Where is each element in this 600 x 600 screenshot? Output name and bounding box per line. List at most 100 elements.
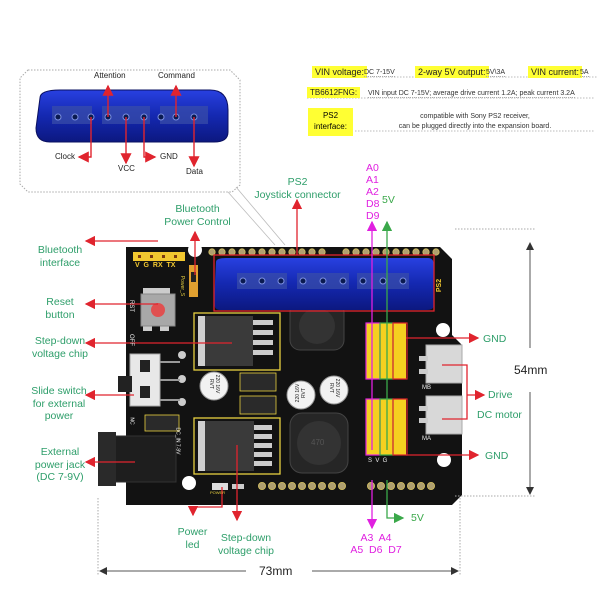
silk-ps2: PS2 bbox=[436, 278, 444, 293]
pin-vcc-label: VCC bbox=[118, 164, 135, 173]
slide-line3: power bbox=[44, 410, 74, 422]
pins-bottom-line1: A3 A4 bbox=[360, 532, 392, 544]
inductor-top bbox=[289, 301, 345, 351]
callout-arrows bbox=[84, 198, 486, 522]
pin-a0: A0 bbox=[366, 162, 379, 174]
vin-voltage-value: DC 7-15V bbox=[364, 69, 395, 77]
silk-svg: S V G bbox=[368, 458, 388, 464]
ps2-inset-connector bbox=[35, 84, 229, 168]
ps2-joystick-line2: Joystick connector bbox=[254, 188, 341, 201]
ps2-interface-value: compatible with Sony PS2 receiver, can b… bbox=[355, 112, 595, 132]
slide-switch-shape bbox=[118, 351, 186, 407]
ps2-inset-box bbox=[19, 69, 286, 246]
pin-clock-label: Clock bbox=[55, 152, 76, 161]
vin-current-label: VIN current: bbox=[528, 66, 583, 78]
bluetooth-header bbox=[133, 252, 185, 261]
motor-connector-ma bbox=[419, 395, 463, 435]
silk-dc-in: DC_IN 7-9V bbox=[174, 427, 181, 455]
gnd-top-label: GND bbox=[483, 333, 507, 345]
inductor-text: 470 bbox=[311, 438, 325, 447]
pin-gnd-label: GND bbox=[160, 152, 178, 161]
motor-connector-mb bbox=[419, 344, 463, 384]
vin-current-value: 5A bbox=[580, 69, 589, 77]
ps2-value-line1: compatible with Sony PS2 receiver, bbox=[420, 113, 530, 120]
pin-command-label: Command bbox=[158, 71, 195, 80]
pcb-board bbox=[98, 243, 463, 505]
silk-mb: MB bbox=[422, 385, 431, 391]
five-v-arrows bbox=[381, 220, 405, 524]
reset-line1: Reset bbox=[46, 296, 74, 308]
capacitor-3-text: 220 16V RVT bbox=[328, 378, 340, 398]
inductor-bottom bbox=[289, 412, 349, 474]
pin-d9: D9 bbox=[366, 210, 380, 222]
dimension-lines bbox=[97, 228, 535, 575]
jack-line1: External bbox=[40, 446, 80, 458]
reset-line2: button bbox=[45, 308, 75, 321]
bluetooth-interface-label: Bluetooth interface bbox=[25, 244, 95, 269]
bt-interface-line2: interface bbox=[39, 256, 81, 269]
capacitor-3 bbox=[319, 375, 349, 405]
capacitor-1-text: 220 16V RVT bbox=[208, 374, 220, 394]
output-5v-value: 5V\3A bbox=[486, 69, 506, 77]
stepdown-chip-bottom bbox=[193, 417, 281, 475]
io-header-top bbox=[365, 322, 408, 380]
external-power-jack-label: External power jack (DC 7-9V) bbox=[22, 446, 98, 484]
stepdown-top-line2: voltage chip bbox=[31, 347, 89, 360]
slide-switch-label: Slide switch for external power bbox=[20, 385, 98, 423]
ps2-joystick-connector-label: PS2 Joystick connector bbox=[250, 176, 345, 201]
capacitor-1 bbox=[199, 371, 229, 401]
bt-interface-line1: Bluetooth bbox=[37, 244, 83, 256]
jack-line2: power jack bbox=[34, 458, 86, 471]
reset-button-shape bbox=[140, 288, 176, 331]
slide-line2: for external bbox=[32, 397, 86, 410]
silk-power-s: Power_S bbox=[179, 275, 186, 297]
vin-voltage-label: VIN voltage: bbox=[312, 66, 368, 78]
power-led-line1: Power bbox=[177, 526, 208, 538]
drive-label: Drive bbox=[488, 389, 513, 401]
silk-power: POWER bbox=[210, 490, 226, 495]
pin-attention-label: Attention bbox=[94, 71, 126, 80]
five-v-bottom-label: 5V bbox=[411, 512, 424, 524]
io-header-bottom bbox=[365, 398, 408, 456]
power-jack-shape bbox=[98, 432, 177, 486]
capacitor-2 bbox=[286, 380, 316, 410]
pins-bottom-line2: A5 D6 D7 bbox=[350, 544, 402, 556]
height-dimension: 54mm bbox=[514, 363, 548, 377]
power-led-label: Power led bbox=[170, 526, 215, 551]
stepdown-top-line1: Step-down bbox=[34, 335, 86, 347]
power-led-shape bbox=[212, 483, 228, 490]
power-led-line2: led bbox=[185, 538, 200, 551]
five-v-top-label: 5V bbox=[382, 194, 395, 206]
silk-ma: MA bbox=[422, 436, 431, 442]
ps2-joystick-line1: PS2 bbox=[287, 176, 308, 188]
silk-off: OFF bbox=[128, 334, 134, 346]
gnd-bottom-label: GND bbox=[485, 450, 509, 462]
pin-d8: D8 bbox=[366, 198, 380, 210]
pin-a1: A1 bbox=[366, 174, 379, 186]
stepdown-chip-top bbox=[193, 312, 281, 371]
pins-bottom-list: A3 A4 A5 D6 D7 bbox=[346, 532, 406, 556]
ps2-interface-label: PS2 interface: bbox=[308, 108, 353, 136]
stepdown-bottom-line2: voltage chip bbox=[217, 544, 275, 557]
width-dimension: 73mm bbox=[259, 564, 293, 578]
dc-motor-label: DC motor bbox=[477, 409, 522, 421]
pin-a2: A2 bbox=[366, 186, 379, 198]
bottom-header-pins bbox=[257, 481, 435, 490]
bt-power-line2: Power Control bbox=[164, 215, 231, 228]
stepdown-chip-top-label: Step-down voltage chip bbox=[22, 335, 98, 360]
silk-rst: RST bbox=[128, 300, 134, 312]
pins-top-list: A0 A1 A2 D8 D9 bbox=[366, 162, 379, 222]
ps2-label-line2: interface: bbox=[314, 122, 347, 131]
silk-bt-header: V G RX TX bbox=[135, 262, 176, 269]
output-5v-label: 2-way 5V output: bbox=[415, 66, 489, 78]
driver-label: TB6612FNG: bbox=[307, 87, 361, 98]
stepdown-bottom-line1: Step-down bbox=[220, 532, 272, 544]
slide-line1: Slide switch bbox=[31, 385, 87, 397]
top-header-pins bbox=[208, 248, 440, 256]
driver-value: VIN input DC 7-15V; average drive curren… bbox=[368, 90, 575, 98]
reset-button-label: Reset button bbox=[25, 296, 95, 321]
stepdown-chip-bottom-label: Step-down voltage chip bbox=[208, 532, 284, 557]
ps2-value-line2: can be plugged directly into the expansi… bbox=[398, 123, 552, 130]
ps2-board-connector bbox=[213, 254, 435, 312]
